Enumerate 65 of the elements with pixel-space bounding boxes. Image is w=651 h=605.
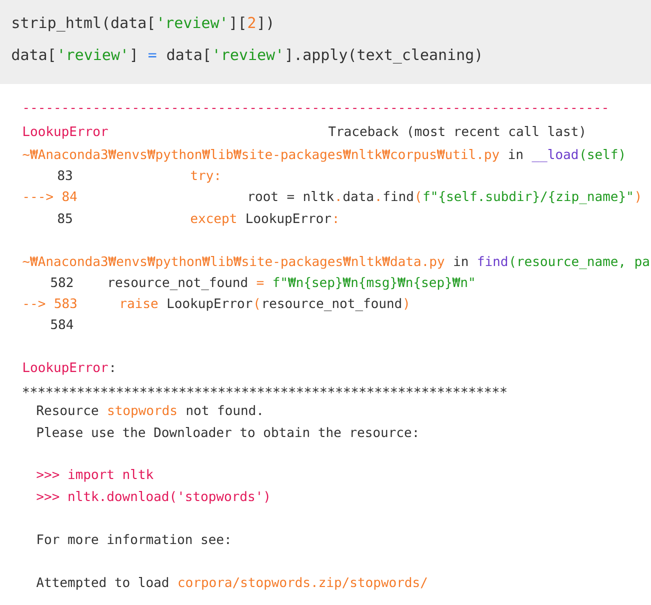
code-text: data[ (12, 48, 54, 62)
traceback-text: >>> nltk.download('stopwords') (36, 491, 268, 504)
traceback-text: : (335, 216, 337, 223)
traceback-text: resource_not_found (264, 298, 401, 312)
traceback-text: = (256, 281, 264, 285)
code-text: ][ (231, 16, 244, 30)
traceback-text: LookupError (246, 213, 331, 226)
traceback-text: ~₩Anaconda3₩envs₩python₩lib₩site-packages₩nltk₩corpus₩util.py (22, 149, 500, 162)
traceback-text: 83 (58, 170, 72, 180)
traceback-text: __load (532, 149, 578, 162)
traceback-text: ~₩Anaconda3₩envs₩python₩lib₩site-packages₩nltk₩data.py (22, 256, 444, 269)
traceback-text: ) (404, 298, 408, 310)
traceback-text: LookupError (24, 126, 108, 139)
traceback-text: in (508, 149, 522, 159)
traceback-text: root (250, 192, 278, 202)
traceback-text: except (191, 214, 236, 226)
traceback-text: = (287, 195, 294, 199)
traceback-text: ---> (24, 194, 53, 200)
code-text: 'review' (216, 48, 280, 60)
traceback-text: ) (636, 191, 640, 203)
traceback-text: . (378, 199, 380, 201)
traceback-text: 584 (51, 319, 74, 330)
traceback-text: . (338, 199, 340, 201)
traceback-text: LookupError (168, 298, 252, 311)
traceback-text: data (344, 191, 373, 202)
code-text: 'review' (160, 16, 224, 28)
traceback-text: 583 (54, 298, 76, 308)
code-text: 'review' (60, 48, 126, 60)
code-text: ]) (259, 16, 272, 30)
traceback-text: >>> import nltk (36, 469, 154, 482)
traceback-text: nltk (304, 191, 334, 201)
code-text: data[ (167, 48, 209, 62)
traceback-text: : (112, 365, 114, 372)
traceback-text: (self) (582, 149, 624, 161)
traceback-text: 85 (58, 213, 72, 224)
traceback-text: LookupError (24, 362, 108, 375)
code-text: ] (132, 48, 136, 62)
traceback-text: For more information see: (38, 534, 229, 544)
traceback-text: in (454, 256, 468, 266)
traceback-text: corpora/stopwords.zip/stopwords/ (178, 577, 427, 590)
traceback-text: find (384, 191, 413, 202)
traceback-text: Attempted to load (36, 577, 168, 590)
code-text: strip_html(data[ (12, 16, 154, 32)
traceback-text: resource_not_found (110, 277, 247, 290)
traceback-text: not found. (186, 405, 261, 416)
traceback-text: stopwords (108, 405, 176, 418)
code-text: = (148, 53, 156, 58)
traceback-text: --> (24, 300, 46, 308)
code-text: 2 (248, 16, 255, 28)
traceback-text: try: (191, 170, 218, 183)
traceback-text: Traceback (most recent call last) (328, 126, 584, 138)
traceback-text: f"{self.subdir}/{zip_name}" (424, 191, 632, 204)
traceback-text: (resource_name, (511, 256, 623, 270)
traceback-text: f"₩n{sep}₩n{msg}₩n{sep}₩n" (274, 277, 474, 290)
traceback-text: ( (417, 191, 420, 203)
traceback-text: find (478, 256, 508, 266)
traceback-text: Please use the Downloader to obtain the resource: (37, 427, 417, 438)
traceback-text: Resource (37, 406, 98, 416)
traceback-text: raise (122, 298, 158, 308)
traceback-text: ( (256, 298, 259, 310)
traceback-text: pa (636, 258, 649, 269)
traceback-text: --------------------------------------------------------------------------- (24, 108, 607, 109)
traceback-text: 582 (51, 277, 73, 288)
code-text: ].apply(text_cleaning) (287, 48, 480, 64)
traceback-text: 84 (62, 191, 77, 202)
